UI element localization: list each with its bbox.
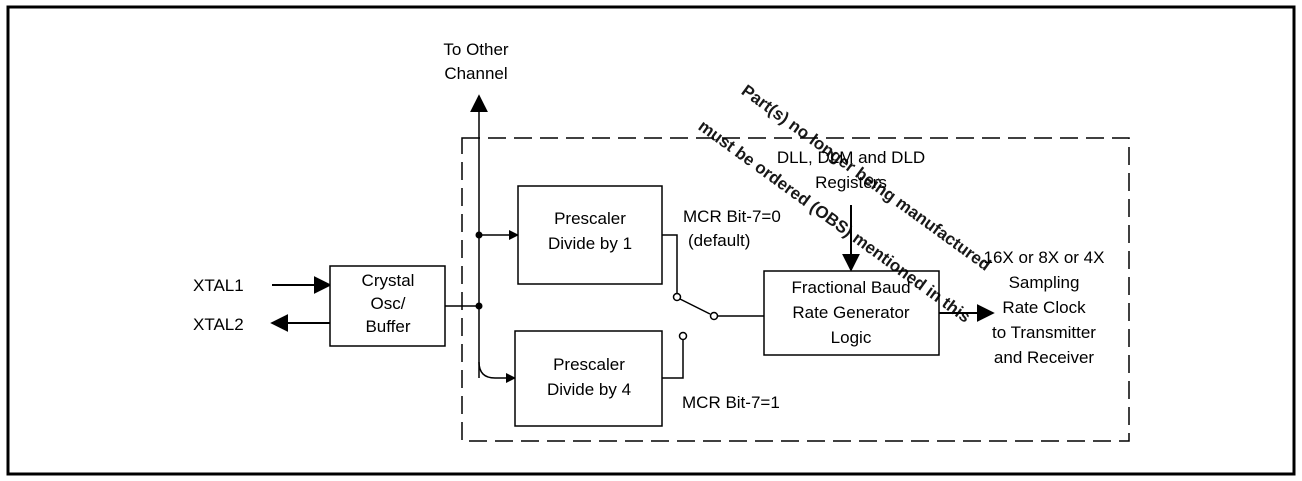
prescaler-div1-block: Prescaler Divide by 1 [517, 185, 663, 285]
brg-line3: Logic [831, 328, 872, 347]
to-other-line1: To Other [443, 40, 509, 59]
osc-line3: Buffer [365, 317, 410, 336]
brg-line1: Fractional Baud [791, 278, 910, 297]
crystal-osc-block: Crystal Osc/ Buffer [329, 265, 446, 347]
prescaler4-line2: Divide by 4 [547, 380, 631, 399]
xtal2-label: XTAL2 [193, 315, 244, 334]
fractional-brg-block: Fractional Baud Rate Generator Logic [763, 270, 940, 356]
prescaler1-line1: Prescaler [554, 209, 626, 228]
osc-line1: Crystal [362, 271, 415, 290]
output-line3: Rate Clock [1002, 298, 1086, 317]
output-line5: and Receiver [994, 348, 1095, 367]
to-other-line2: Channel [444, 64, 507, 83]
prescaler4-line1: Prescaler [553, 355, 625, 374]
output-line4: to Transmitter [992, 323, 1096, 342]
prescaler-div4-block: Prescaler Divide by 4 [514, 330, 663, 427]
outer-frame [6, 5, 1296, 476]
mcr-select-switch [662, 234, 764, 379]
to-prescaler4-arrow [478, 361, 516, 383]
mcr1-label: MCR Bit-7=1 [682, 393, 780, 412]
prescaler1-line2: Divide by 1 [548, 234, 632, 253]
registers-line2: Registers [815, 173, 887, 192]
output-line2: Sampling [1009, 273, 1080, 292]
osc-line2: Osc/ [371, 294, 406, 313]
brg-line2: Rate Generator [792, 303, 910, 322]
channel-boundary [461, 137, 1130, 442]
xtal1-label: XTAL1 [193, 276, 244, 295]
output-line1: 16X or 8X or 4X [984, 248, 1105, 267]
registers-line1: DLL, DLM and DLD [777, 148, 925, 167]
junction-dot [475, 302, 483, 310]
mcr0-line2: (default) [688, 231, 750, 250]
mcr0-line1: MCR Bit-7=0 [683, 207, 781, 226]
